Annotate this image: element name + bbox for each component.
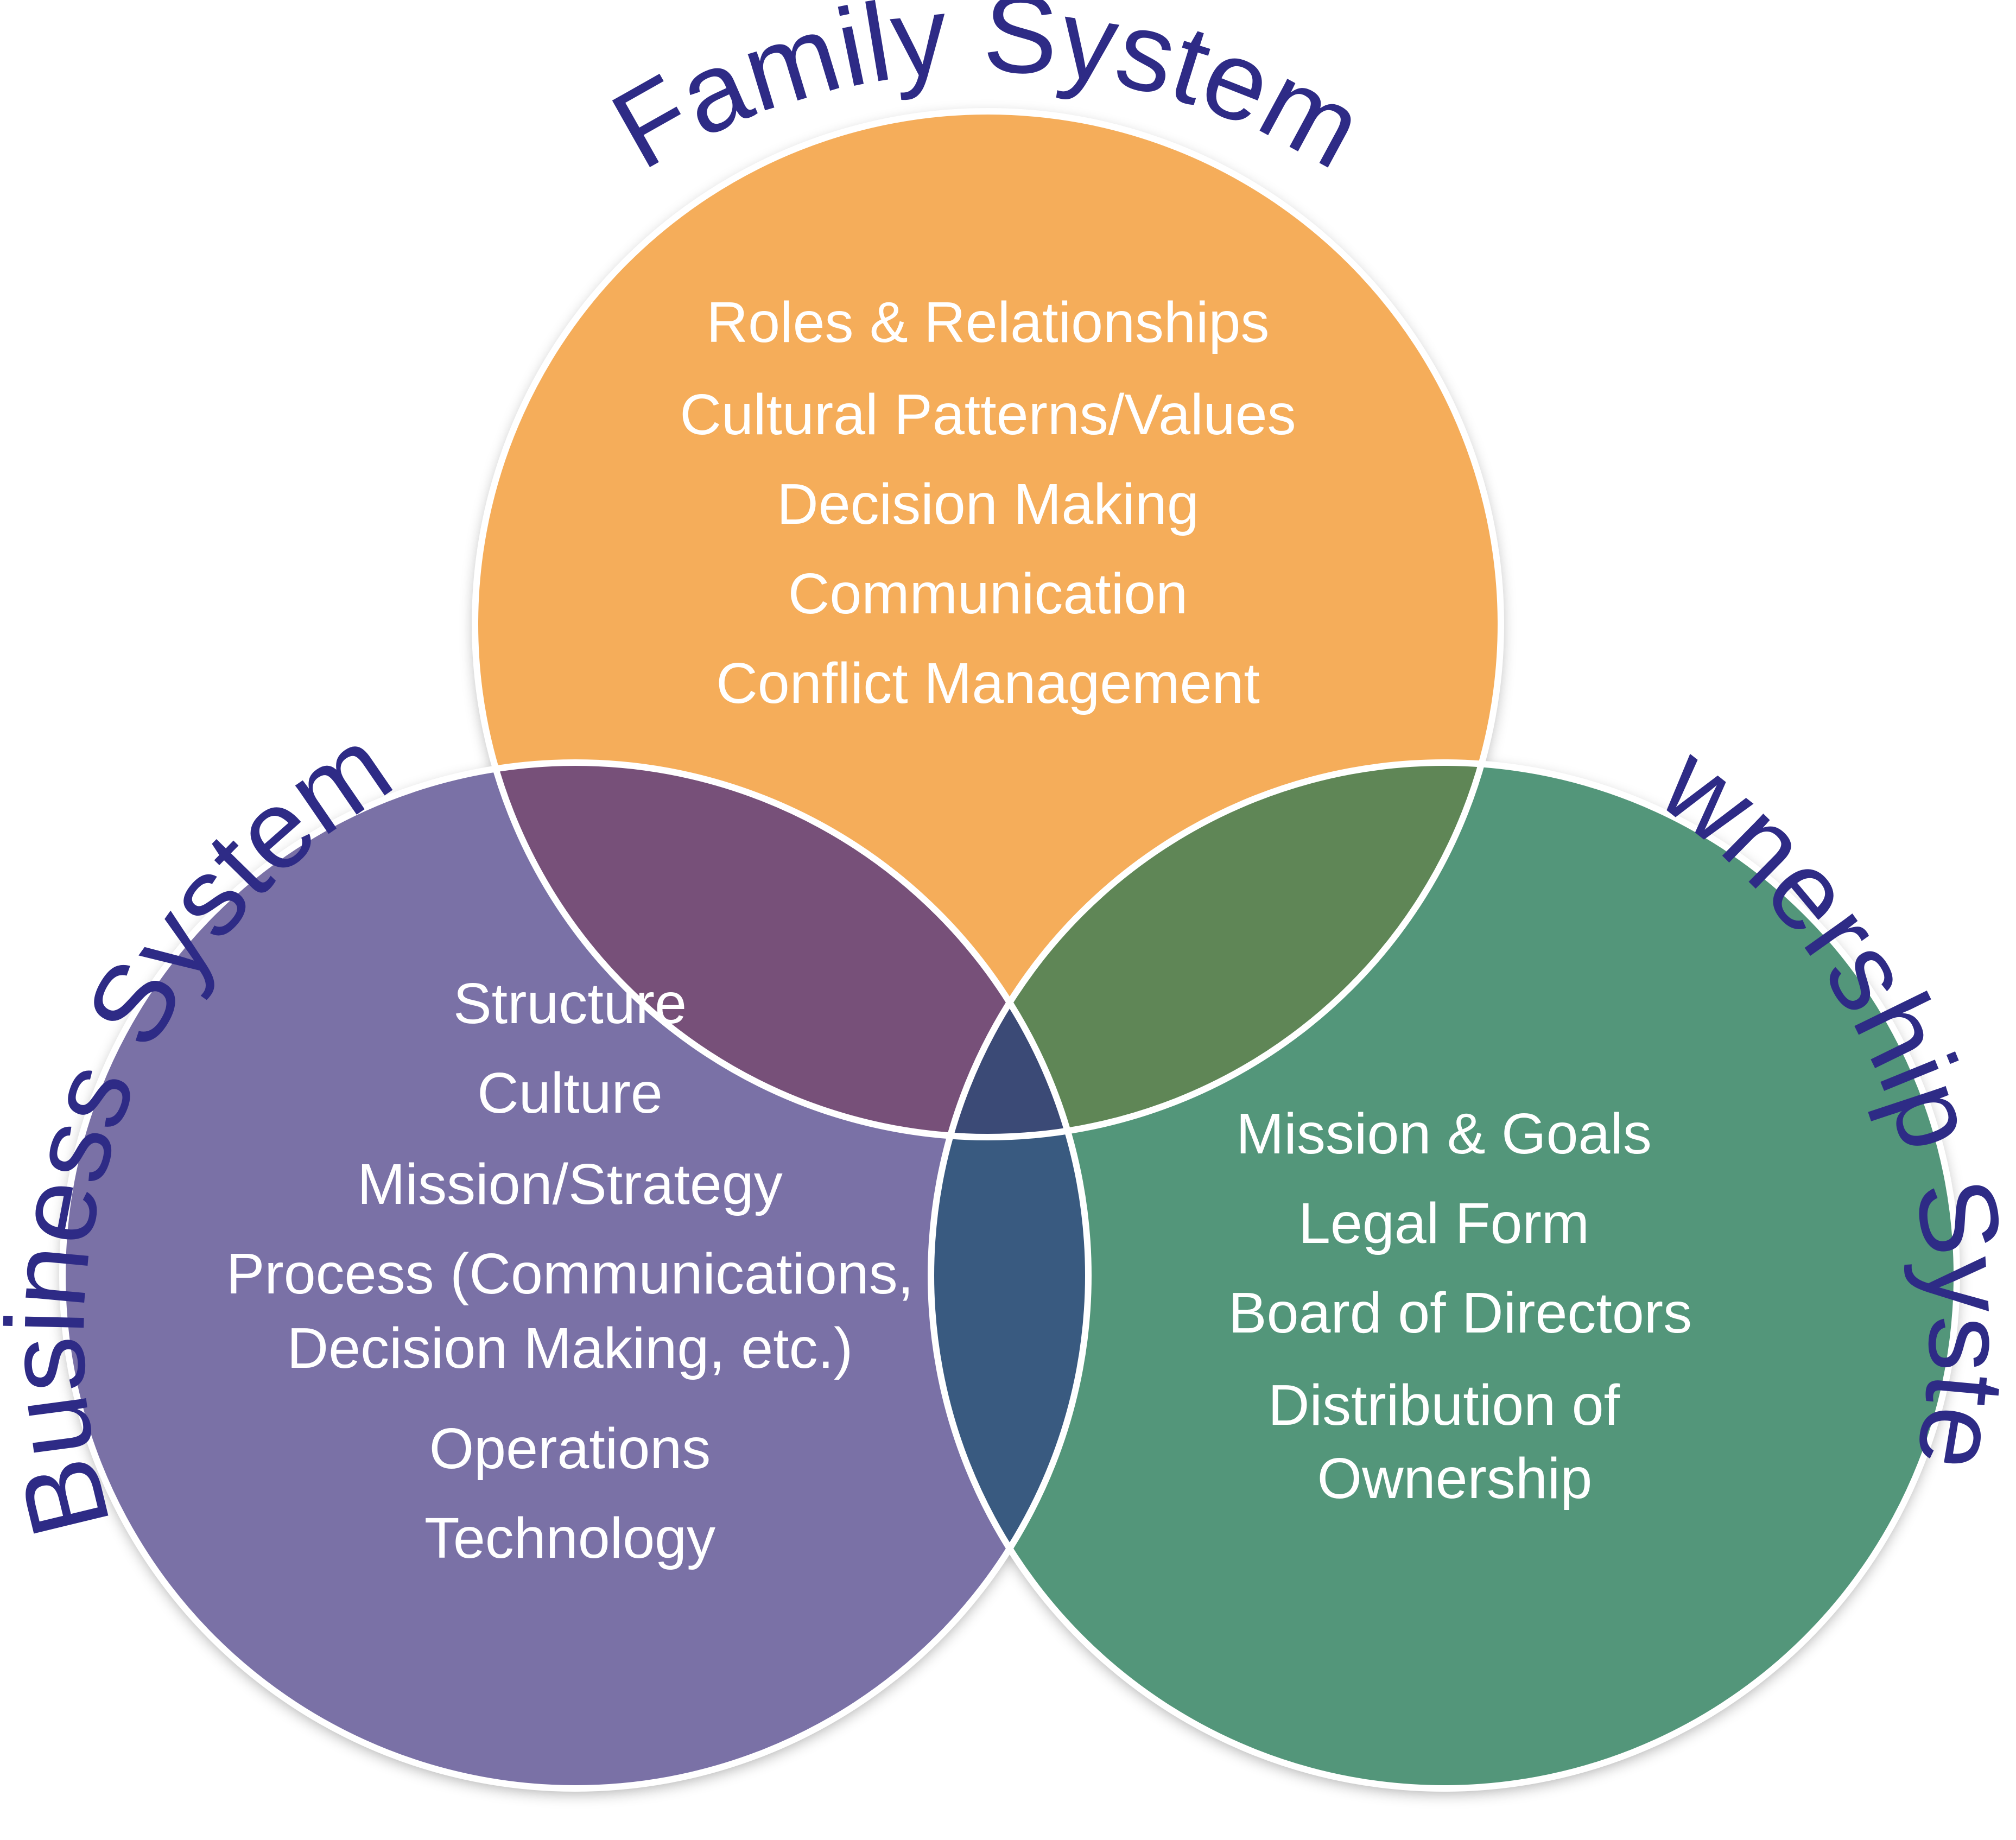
business-item: Process (Communications,: [226, 1242, 914, 1306]
family-circle-border: [472, 108, 1504, 1140]
business-item: Structure: [453, 972, 687, 1036]
business-item: Operations: [429, 1417, 711, 1481]
ownership-item: Distribution of: [1268, 1373, 1620, 1437]
ownership-item: Legal Form: [1298, 1191, 1589, 1255]
ownership-item: Board of Directors: [1228, 1281, 1692, 1345]
family-item: Conflict Management: [716, 651, 1260, 715]
business-items: Structure Culture Mission/Strategy Proce…: [226, 972, 914, 1570]
ownership-item: Ownership: [1317, 1446, 1593, 1511]
ownership-item: Mission & Goals: [1236, 1102, 1652, 1166]
family-business-overlap: [475, 763, 1088, 1137]
family-items: Roles & Relationships Cultural Patterns/…: [680, 290, 1296, 715]
business-circle-border: [59, 759, 1092, 1792]
business-item: Decision Making, etc.): [287, 1316, 853, 1380]
family-ownership-overlap: [931, 763, 1501, 1137]
business-item: Technology: [424, 1506, 715, 1570]
family-item: Communication: [788, 562, 1188, 626]
business-item: Mission/Strategy: [357, 1152, 783, 1216]
family-item: Decision Making: [777, 472, 1199, 536]
family-item: Roles & Relationships: [707, 290, 1270, 354]
business-item: Culture: [477, 1061, 663, 1125]
family-item: Cultural Patterns/Values: [680, 383, 1296, 447]
ownership-circle-border: [928, 759, 1960, 1792]
ownership-items: Mission & Goals Legal Form Board of Dire…: [1228, 1102, 1692, 1511]
